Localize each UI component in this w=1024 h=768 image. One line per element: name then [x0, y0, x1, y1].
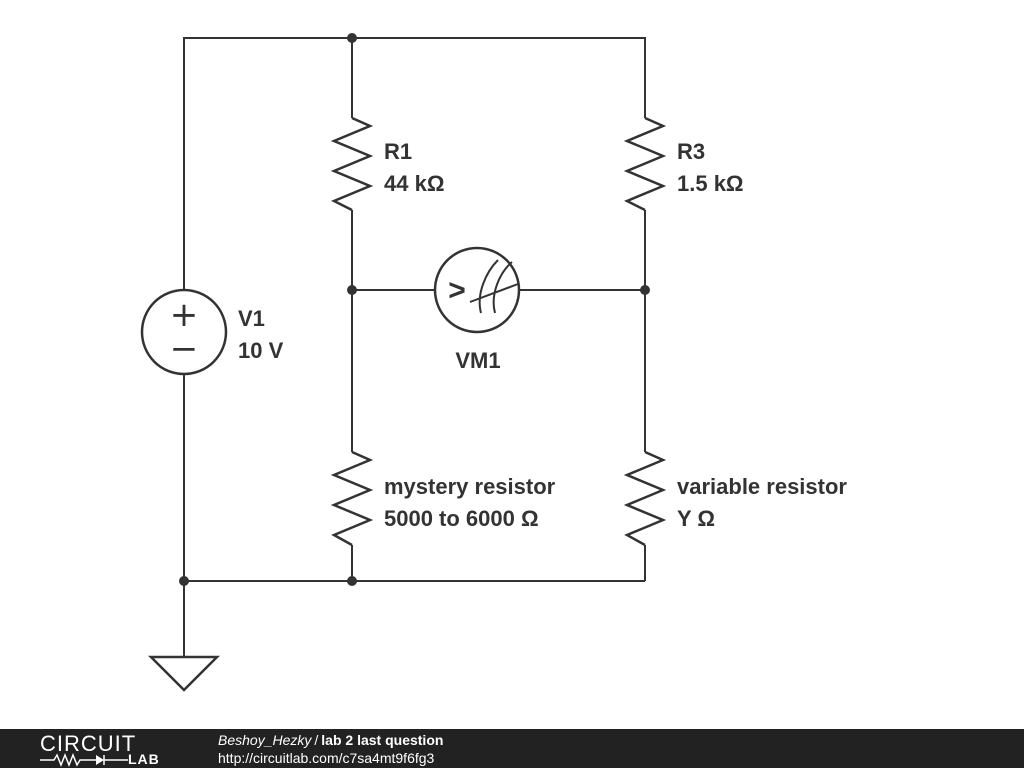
- junction-dot: [179, 576, 189, 586]
- v1-plus-sign: +: [170, 295, 199, 335]
- r3-value-label: 1.5 kΩ: [677, 171, 744, 196]
- v1-name-label: V1: [238, 306, 265, 331]
- logo-text-lab: LAB: [128, 751, 160, 767]
- variable-name-label: variable resistor: [677, 474, 847, 499]
- circuit-url-link[interactable]: http://circuitlab.com/c7sa4mt9f6fg3: [218, 750, 435, 766]
- r1-value-label: 44 kΩ: [384, 171, 444, 196]
- r3-resistor-symbol: [623, 116, 667, 212]
- v1-voltage-source: + −: [140, 288, 228, 376]
- logo-text-circuit: CIRCUIT: [40, 731, 137, 756]
- author-link[interactable]: Beshoy_Hezky: [218, 732, 312, 748]
- r3-name-label: R3: [677, 139, 705, 164]
- mystery-value-label: 5000 to 6000 Ω: [384, 506, 539, 531]
- v1-source-circle: [140, 288, 228, 376]
- variable-resistor-symbol: [623, 450, 667, 547]
- ground-icon: [147, 655, 221, 692]
- v1-value-label: 10 V: [238, 338, 284, 363]
- mystery-resistor-symbol: [330, 450, 374, 547]
- junctions: [179, 33, 650, 586]
- footer-bar: CIRCUIT LAB Beshoy_Hezky/lab 2 last ques…: [0, 729, 1024, 768]
- vm1-chevron-icon: >: [448, 274, 466, 307]
- circuitlab-logo[interactable]: CIRCUIT LAB: [40, 731, 180, 767]
- vm1-meter-needle: [469, 283, 519, 303]
- circuit-schematic: R1 44 kΩ R3 1.5 kΩ mystery resistor 5000…: [140, 33, 847, 692]
- wires: [183, 37, 646, 657]
- vm1-meter-circle: [433, 246, 521, 334]
- vm1-voltmeter: >: [433, 246, 521, 334]
- circuit-title-link[interactable]: lab 2 last question: [321, 732, 444, 748]
- r1-name-label: R1: [384, 139, 412, 164]
- vm1-meter-arc: [478, 259, 499, 314]
- vm1-meter-arc: [492, 261, 513, 314]
- circuit-credit: Beshoy_Hezky/lab 2 last question: [218, 731, 443, 749]
- vm1-name-label: VM1: [455, 348, 500, 373]
- v1-minus-sign: −: [170, 329, 199, 369]
- junction-dot: [347, 576, 357, 586]
- junction-dot: [347, 285, 357, 295]
- top-rail-wire: [183, 37, 646, 290]
- logo-resistor-diode-icon: [40, 753, 128, 767]
- r1-resistor-symbol: [330, 116, 374, 212]
- variable-value-label: Y Ω: [677, 506, 715, 531]
- mystery-name-label: mystery resistor: [384, 474, 556, 499]
- junction-dot: [640, 285, 650, 295]
- junction-dot: [347, 33, 357, 43]
- credit-separator: /: [314, 732, 319, 748]
